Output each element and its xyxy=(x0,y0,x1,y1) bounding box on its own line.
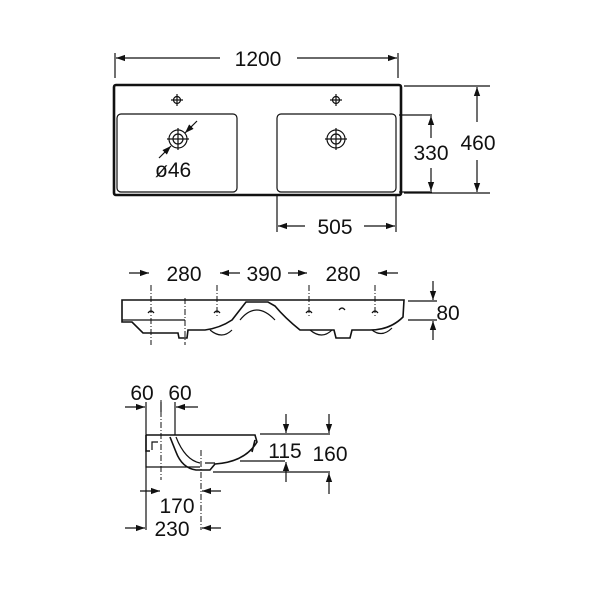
drain-offset-dimension: 170 xyxy=(159,495,194,518)
drain-right-icon xyxy=(325,128,347,150)
spacing-left-dimension: 280 xyxy=(166,263,201,286)
spacing-right-dimension: 280 xyxy=(325,263,360,286)
offset-right-dimension: 60 xyxy=(168,382,191,405)
drain-left-icon xyxy=(167,128,189,150)
sink-outline xyxy=(112,83,403,197)
sink-side-outline xyxy=(121,299,405,339)
top-view: ø46 1200 460 330 505 xyxy=(112,48,496,239)
basin-width-dimension: 505 xyxy=(317,216,352,239)
depth-dimension: 460 xyxy=(460,132,495,155)
offset-left-dimension: 60 xyxy=(130,382,153,405)
spacing-middle-dimension: 390 xyxy=(246,263,281,286)
section-view: 60 60 115 160 170 230 xyxy=(125,382,348,541)
width-dimension: 1200 xyxy=(235,48,282,71)
front-view: 280 390 280 80 xyxy=(121,263,460,345)
tap-hole-right-icon xyxy=(330,94,342,106)
total-height-dimension: 160 xyxy=(312,443,347,466)
tap-hole-left-icon xyxy=(171,94,183,106)
bowl-depth-dimension: 115 xyxy=(268,440,301,463)
hole-diameter-label: ø46 xyxy=(155,159,191,182)
left-basin xyxy=(116,113,238,193)
mounting-holes xyxy=(147,307,379,314)
basin-depth-dimension: 330 xyxy=(413,142,448,165)
drain-distance-dimension: 230 xyxy=(154,518,189,541)
height-dimension: 80 xyxy=(436,302,459,325)
right-basin xyxy=(276,113,397,193)
